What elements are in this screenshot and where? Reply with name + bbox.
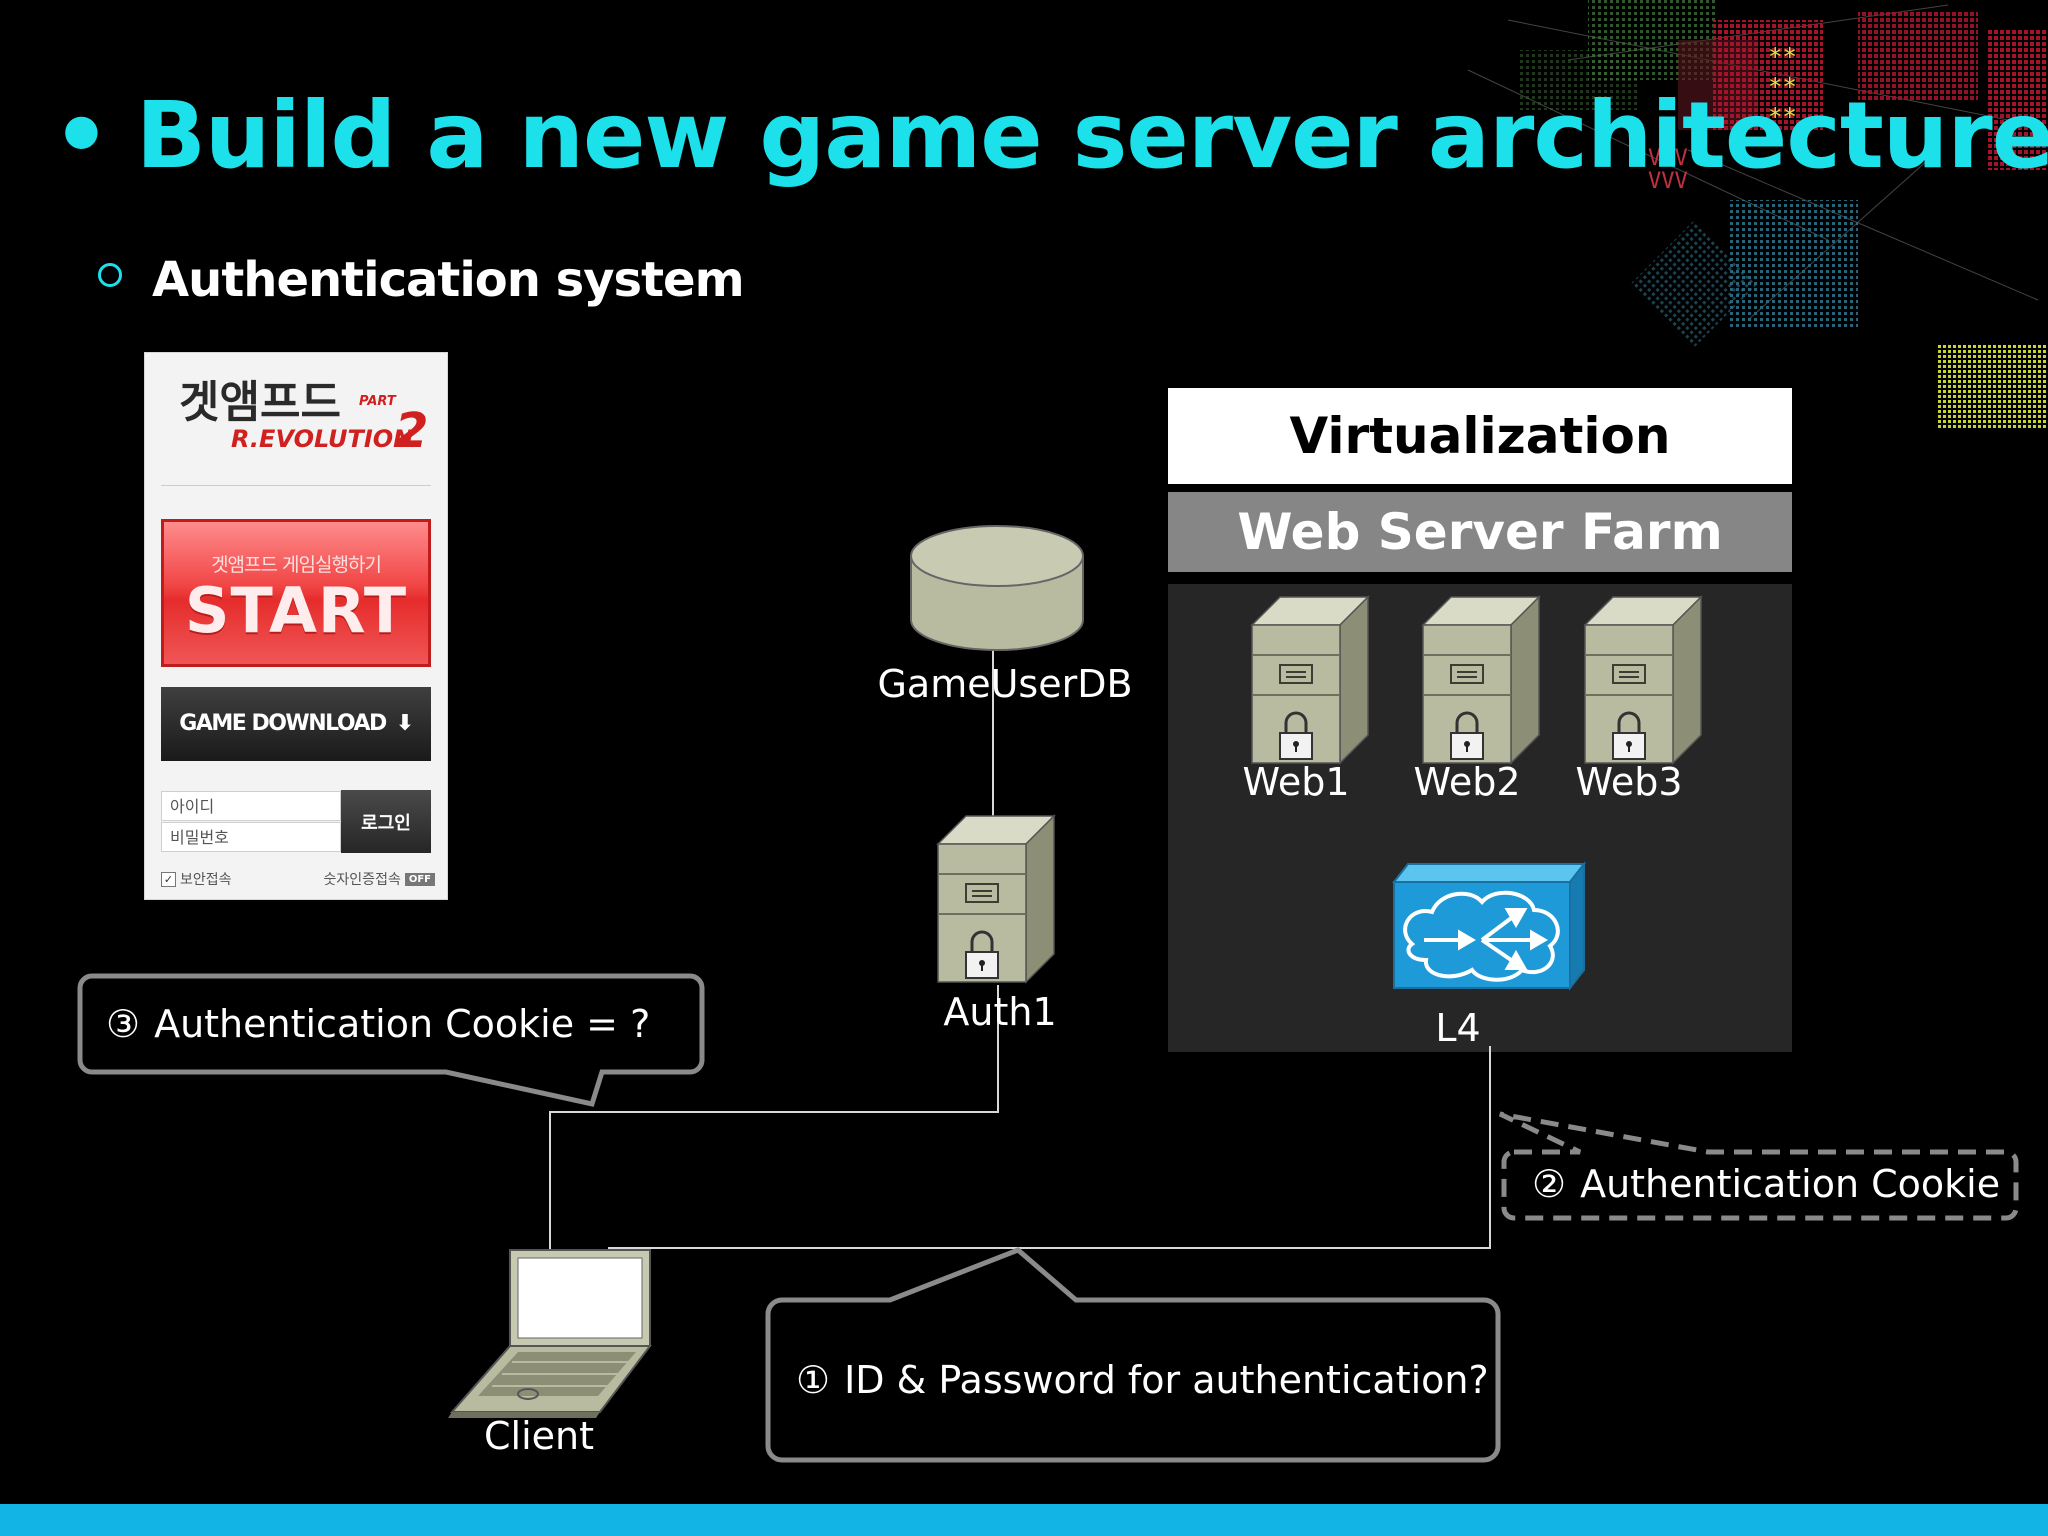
svg-text:VVV: VVV <box>1648 169 1688 194</box>
l4-router-icon <box>1391 861 1587 991</box>
slide-subtitle: Authentication system <box>98 252 745 308</box>
web1-server-icon <box>1250 595 1370 765</box>
svg-text:**: ** <box>1768 73 1797 101</box>
game-logo: 겟앰프드 PART R.EVOLUTION 2 <box>179 377 428 451</box>
client-label: Client <box>483 1414 595 1458</box>
web-server-farm-header: Web Server Farm <box>1168 492 1792 572</box>
l4-label: L4 <box>1435 1006 1481 1050</box>
start-button-label: START <box>184 574 408 647</box>
start-button-caption: 겟앰프드 게임실행하기 <box>211 554 382 576</box>
game-download-label: GAME DOWNLOAD <box>179 711 387 736</box>
callout-step2-bubble <box>1498 1111 2019 1221</box>
numeric-auth-label: 숫자인증접속 <box>323 872 401 888</box>
client-laptop-icon <box>448 1249 653 1418</box>
svg-text:**: ** <box>1768 43 1797 71</box>
web3-label: Web3 <box>1575 760 1683 804</box>
secure-login-label: 보안접속 <box>180 872 232 888</box>
web1-label: Web1 <box>1242 760 1350 804</box>
decorative-corner-pattern: ** ** ** VVV VVV <box>1467 0 2048 430</box>
bottom-accent-bar <box>0 1504 2048 1536</box>
game-download-button[interactable]: GAME DOWNLOAD ⬇ <box>161 687 431 761</box>
user-id-input[interactable] <box>161 791 341 821</box>
numeric-auth-option: 숫자인증접속 OFF <box>324 869 435 889</box>
svg-text:겟앰프드: 겟앰프드 <box>179 377 341 428</box>
secure-login-option: ✓ 보안접속 <box>161 869 232 889</box>
slide-title: •Build a new game server architecture <box>52 82 2048 189</box>
database-icon <box>910 525 1084 651</box>
web2-server-icon <box>1421 595 1541 765</box>
secure-login-checkbox[interactable]: ✓ <box>161 871 176 887</box>
download-arrow-icon: ⬇ <box>395 711 414 736</box>
svg-text:2: 2 <box>395 403 428 451</box>
login-button[interactable]: 로그인 <box>341 790 431 853</box>
callout-step1-bubble <box>765 1247 1501 1463</box>
svg-text:R.EVOLUTION: R.EVOLUTION <box>231 425 413 451</box>
callout-step3-bubble <box>77 973 705 1107</box>
logo-divider <box>161 485 431 486</box>
game-login-widget: 겟앰프드 PART R.EVOLUTION 2 겟앰프드 게임실행하기 STAR… <box>144 352 448 900</box>
auth-label: Auth1 <box>943 990 1057 1034</box>
hollow-bullet-icon <box>98 263 122 287</box>
password-input[interactable] <box>161 822 341 852</box>
web2-label: Web2 <box>1413 760 1521 804</box>
web3-server-icon <box>1583 595 1703 765</box>
auth-server-icon <box>936 814 1056 984</box>
l4-client-link <box>608 1046 1491 1249</box>
virtualization-header: Virtualization <box>1168 388 1792 484</box>
numeric-auth-toggle[interactable]: OFF <box>404 872 435 886</box>
start-game-button[interactable]: 겟앰프드 게임실행하기 START <box>161 519 431 667</box>
auth-client-link <box>549 985 999 1250</box>
svg-text:**: ** <box>1768 103 1797 131</box>
db-label: GameUserDB <box>877 662 1133 706</box>
svg-text:VVV: VVV <box>1648 146 1688 171</box>
svg-text:PART: PART <box>359 394 397 409</box>
